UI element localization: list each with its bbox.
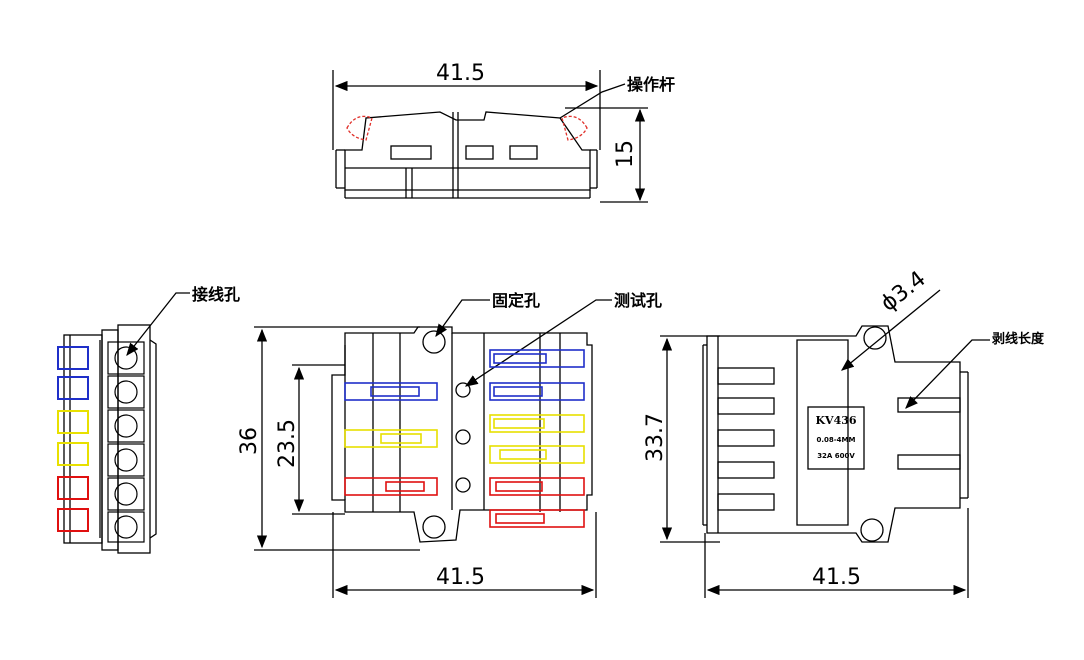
front-view bbox=[254, 299, 612, 598]
back-height-dim: 33.7 bbox=[643, 413, 668, 462]
side-view bbox=[63, 324, 157, 554]
top-height-dim: 15 bbox=[613, 140, 638, 168]
back-view bbox=[660, 289, 990, 598]
back-width-dim: 41.5 bbox=[812, 565, 861, 590]
badge-rating: 32A 600V bbox=[817, 452, 855, 460]
diameter-dim: ϕ3.4 bbox=[876, 267, 930, 317]
side-lever-tabs bbox=[57, 346, 89, 532]
front-height-dim: 36 bbox=[237, 427, 262, 455]
test-hole-callout: 测试孔 bbox=[614, 291, 662, 310]
wire-hole-callout: 接线孔 bbox=[192, 285, 240, 304]
badge-model: KV436 bbox=[815, 414, 856, 427]
front-width-dim: 41.5 bbox=[436, 565, 485, 590]
strip-length-callout: 剥线长度 bbox=[992, 331, 1045, 347]
front-levers bbox=[344, 349, 585, 528]
fixing-hole-callout: 固定孔 bbox=[492, 291, 540, 310]
side-wire-holes bbox=[107, 341, 145, 543]
lever-callout: 操作杆 bbox=[627, 75, 675, 94]
top-width-dim: 41.5 bbox=[436, 61, 485, 86]
badge-range: 0.08-4MM bbox=[817, 436, 856, 444]
front-inner-height-dim: 23.5 bbox=[275, 419, 300, 468]
top-view bbox=[332, 70, 648, 203]
